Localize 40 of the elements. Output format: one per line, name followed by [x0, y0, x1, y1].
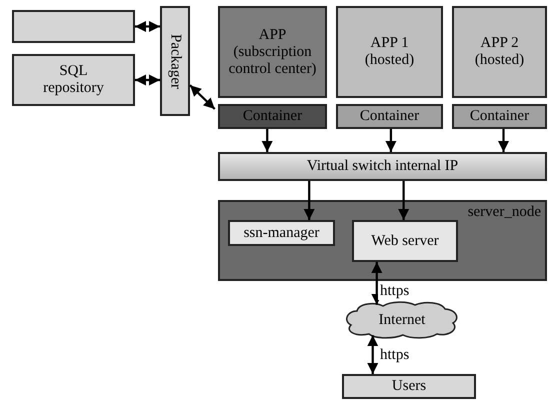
arrow: [135, 20, 160, 32]
app-box: [452, 6, 547, 98]
node-label: server_node: [468, 204, 541, 221]
switch-bar: [218, 152, 547, 181]
arrow: [135, 74, 160, 86]
arrow: [189, 84, 216, 110]
arrow: [371, 262, 382, 305]
node-label: Packager: [166, 34, 184, 88]
service-box: [228, 220, 335, 246]
node-label: SQL repository: [42, 63, 105, 97]
packager-box: [160, 6, 190, 116]
edge-label: https: [378, 283, 412, 300]
container-box: [452, 104, 547, 129]
node-label: Virtual switch internal IP: [306, 158, 458, 175]
node-label: APP 1 (hosted): [364, 35, 416, 69]
app-box: [336, 6, 443, 98]
container-box: [218, 104, 327, 129]
node-label: Container: [470, 108, 530, 125]
node-label: ssn-manager: [244, 224, 320, 242]
node-label: APP (subscription control center): [228, 26, 318, 78]
storage-box: [12, 10, 135, 43]
node-label: Internet: [378, 312, 426, 328]
node-label: Container: [242, 108, 302, 125]
users-box: [342, 374, 476, 399]
container-box: [336, 104, 443, 129]
repository-box: [12, 54, 135, 106]
arrow: [304, 181, 315, 220]
node-label: Container: [360, 108, 420, 125]
node-label: Web server: [371, 232, 439, 250]
server-node-panel: [218, 200, 547, 281]
arrow: [262, 129, 273, 152]
arrow: [398, 181, 410, 220]
arrow: [367, 335, 378, 374]
node-label: Users: [392, 378, 426, 395]
arrow: [385, 129, 396, 152]
service-box: [352, 220, 458, 262]
node-label: APP 2 (hosted): [474, 35, 526, 69]
app-box: [218, 6, 327, 98]
arrow: [498, 129, 509, 152]
edge-label: https: [378, 347, 412, 364]
